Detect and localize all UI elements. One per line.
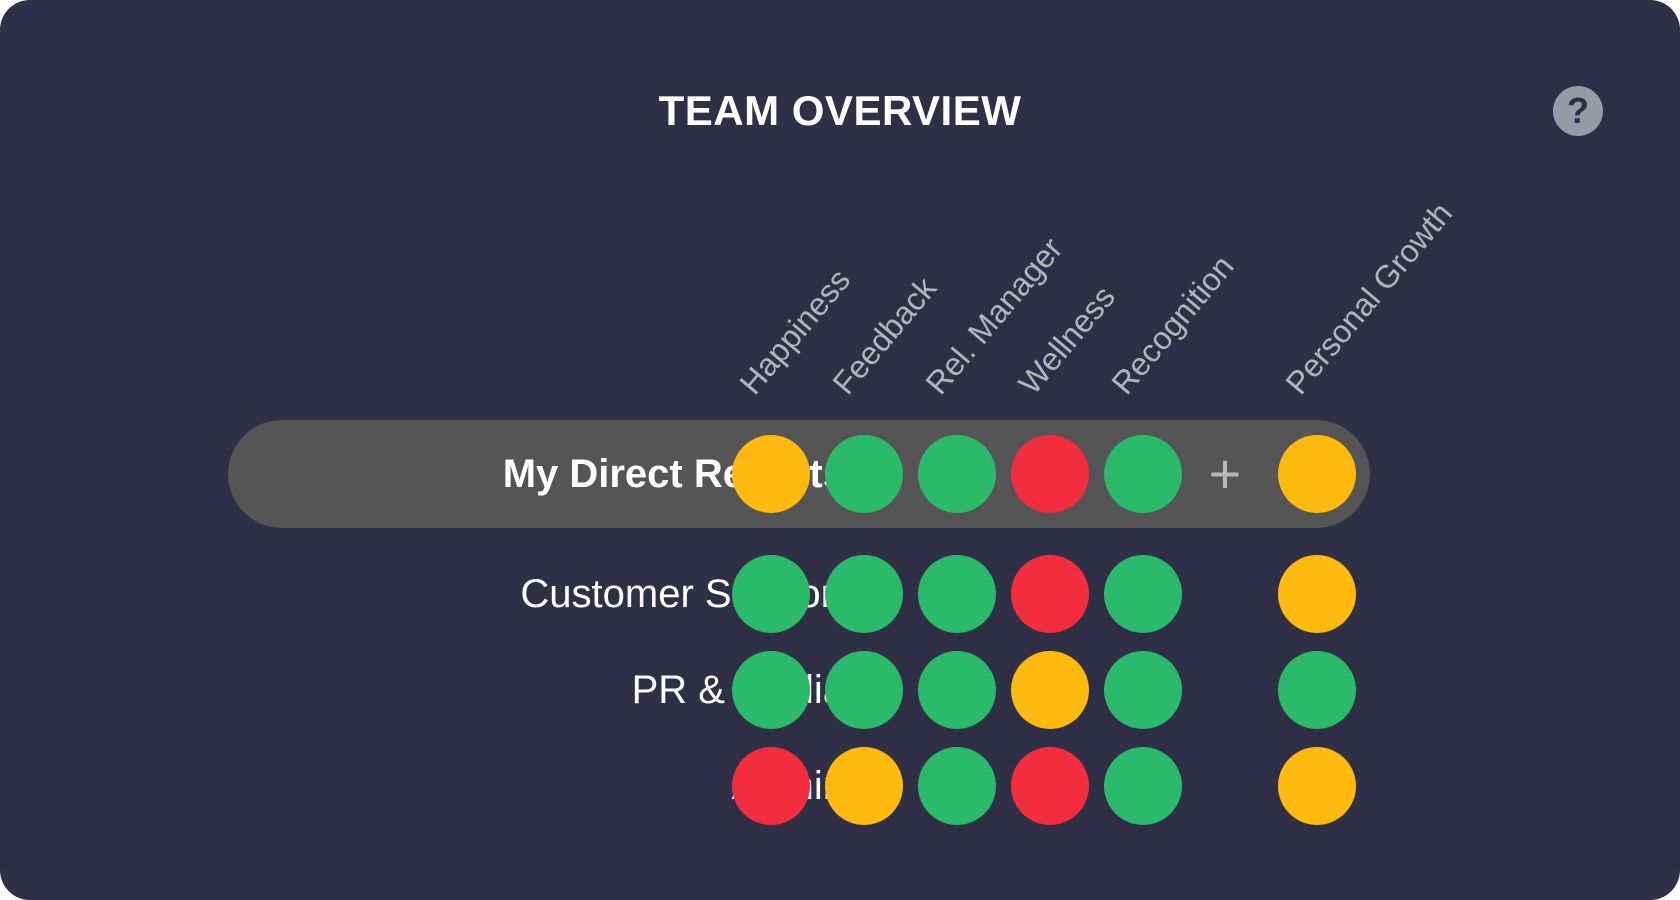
status-dot-green[interactable] bbox=[732, 555, 810, 633]
status-dot-yellow[interactable] bbox=[825, 747, 903, 825]
team-row[interactable]: Admin bbox=[228, 732, 1370, 840]
status-dot-yellow[interactable] bbox=[732, 435, 810, 513]
status-dot-red[interactable] bbox=[1011, 435, 1089, 513]
status-dot-yellow[interactable] bbox=[1278, 747, 1356, 825]
status-dot-green[interactable] bbox=[918, 555, 996, 633]
status-dot-green[interactable] bbox=[918, 747, 996, 825]
status-dot-green[interactable] bbox=[918, 651, 996, 729]
status-dot-yellow[interactable] bbox=[1278, 435, 1356, 513]
help-icon[interactable]: ? bbox=[1553, 86, 1603, 136]
status-dot-yellow[interactable] bbox=[1011, 651, 1089, 729]
status-dot-green[interactable] bbox=[1278, 651, 1356, 729]
add-metric-button[interactable]: + bbox=[1208, 442, 1242, 505]
status-dot-green[interactable] bbox=[1104, 747, 1182, 825]
status-dot-green[interactable] bbox=[825, 555, 903, 633]
status-dot-green[interactable] bbox=[1104, 555, 1182, 633]
status-dot-green[interactable] bbox=[732, 651, 810, 729]
status-dot-green[interactable] bbox=[918, 435, 996, 513]
status-dot-green[interactable] bbox=[1104, 435, 1182, 513]
status-dot-yellow[interactable] bbox=[1278, 555, 1356, 633]
page-title: TEAM OVERVIEW bbox=[658, 87, 1022, 134]
status-dot-green[interactable] bbox=[1104, 651, 1182, 729]
status-dot-green[interactable] bbox=[825, 435, 903, 513]
team-row[interactable]: My Direct Reports+ bbox=[228, 420, 1370, 528]
team-row[interactable]: PR & Media bbox=[228, 636, 1370, 744]
status-dot-green[interactable] bbox=[825, 651, 903, 729]
status-dot-red[interactable] bbox=[1011, 747, 1089, 825]
team-row[interactable]: Customer Support bbox=[228, 540, 1370, 648]
status-dot-red[interactable] bbox=[1011, 555, 1089, 633]
status-dot-red[interactable] bbox=[732, 747, 810, 825]
